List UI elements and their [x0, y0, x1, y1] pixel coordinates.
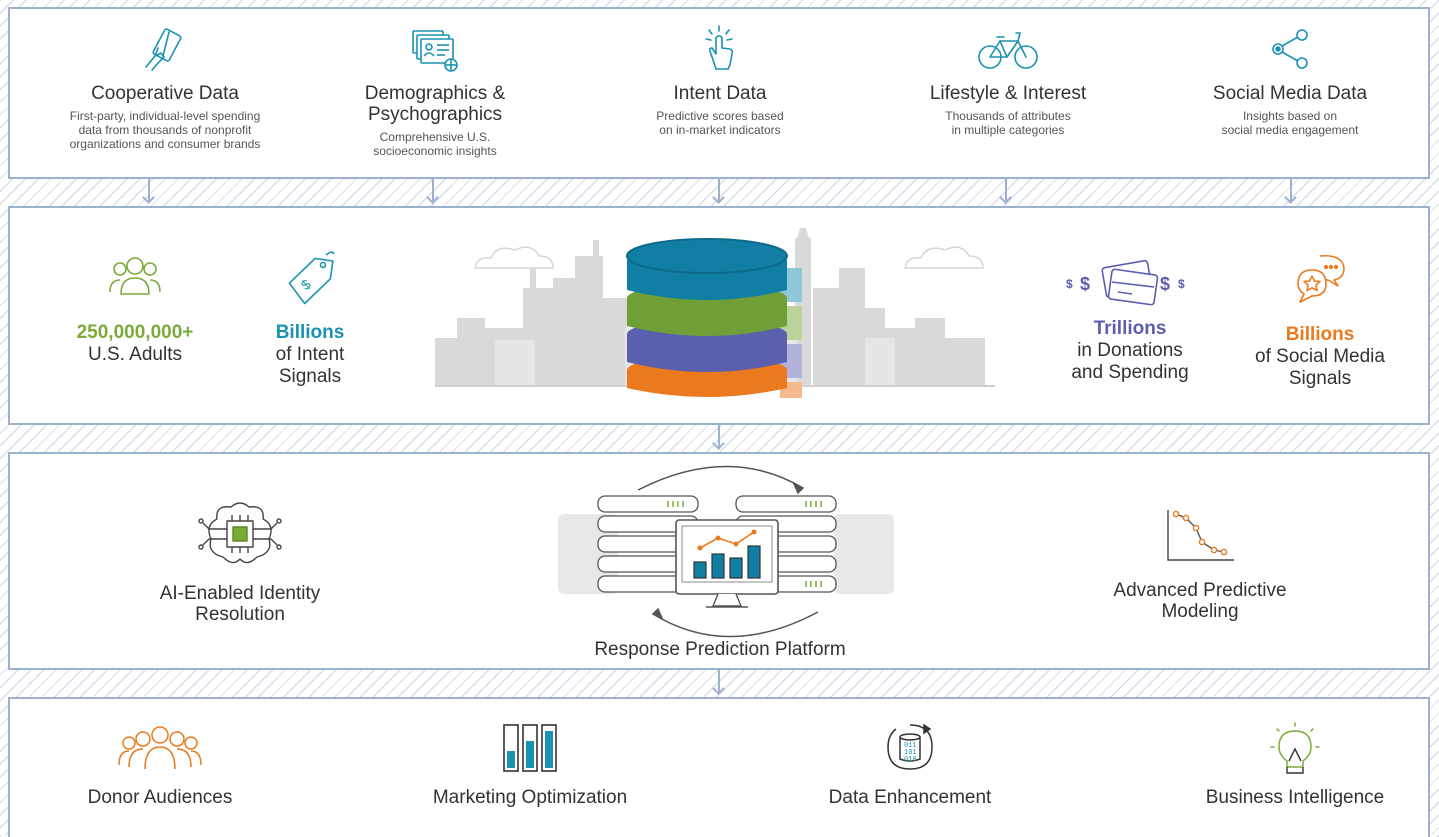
source-title: Cooperative Data [91, 83, 239, 104]
connector-arrow [718, 670, 720, 692]
source-title: Social Media Data [1212, 83, 1368, 104]
svg-text:$: $ [1066, 277, 1073, 291]
arrow-down-icon [1284, 191, 1297, 204]
source-lifestyle-interest: Lifestyle & Interest Thousands of attrib… [898, 23, 1118, 137]
stat-label: in Donations and Spending [1071, 340, 1189, 383]
output-label: Business Intelligence [1205, 787, 1385, 808]
source-desc: Thousands of attributes in multiple cate… [945, 109, 1071, 137]
outputs-panel: Donor Audiences Marketing Optimization 0… [8, 697, 1430, 837]
source-desc: Insights based on social media engagemen… [1221, 109, 1359, 137]
stat-label: U.S. Adults [88, 344, 182, 365]
output-business-intelligence: Business Intelligence [1170, 721, 1420, 808]
source-demographics: Demographics & Psychographics Comprehens… [340, 23, 530, 158]
arrow-down-icon [142, 191, 155, 204]
connector-arrow [718, 179, 720, 201]
connector-arrow [432, 179, 434, 201]
advanced-predictive-modeling: Advanced Predictive Modeling [1090, 506, 1310, 622]
source-title: Lifestyle & Interest [929, 83, 1087, 104]
svg-text:$: $ [1080, 274, 1090, 294]
source-title: Intent Data [673, 83, 767, 104]
chat-star-icon [1297, 254, 1345, 303]
source-desc: Predictive scores based on in-market ind… [656, 109, 784, 137]
credit-card-hand-icon [145, 28, 182, 71]
data-sources-panel: Cooperative Data First-party, individual… [8, 7, 1430, 179]
svg-text:010: 010 [904, 756, 917, 764]
ai-chip-brain-icon [198, 502, 282, 564]
connector-arrow [1290, 179, 1292, 201]
stat-donations-spending: $ $ $ $ Trillions in Donations and Spendin… [1050, 256, 1210, 384]
stat-intent-signals: $ Billions of Intent Signals [250, 250, 370, 388]
connector-arrow [1005, 179, 1007, 201]
connector-arrow [148, 179, 150, 201]
bicycle-icon [978, 32, 1038, 69]
output-donor-audiences: Donor Audiences [60, 721, 260, 808]
stat-label: of Intent Signals [275, 344, 345, 387]
ai-identity-resolution: AI-Enabled Identity Resolution [130, 499, 350, 625]
credit-cards-dollar-icon: $ $ $ $ [1066, 259, 1185, 306]
connector-arrow [718, 425, 720, 447]
stat-label: of Social Media Signals [1255, 346, 1385, 389]
source-desc: Comprehensive U.S. socioeconomic insight… [373, 130, 497, 158]
arrow-down-icon [712, 191, 725, 204]
platform-center-label: Response Prediction Platform [594, 639, 846, 660]
arrow-down-icon [712, 682, 725, 695]
svg-text:101: 101 [904, 749, 917, 757]
arrow-down-icon [426, 191, 439, 204]
stat-value: Billions [1285, 324, 1355, 345]
source-desc: First-party, individual-level spending d… [69, 109, 261, 151]
price-tag-icon: $ [288, 251, 335, 305]
source-title: Demographics & Psychographics [364, 83, 506, 125]
output-label: Donor Audiences [87, 787, 233, 808]
stat-social-media-signals: Billions of Social Media Signals [1230, 250, 1410, 390]
arrow-down-icon [999, 191, 1012, 204]
pointer-click-icon [705, 25, 734, 70]
source-intent-data: Intent Data Predictive scores based on i… [630, 23, 810, 137]
lightbulb-icon [1270, 722, 1320, 774]
stat-value: 250,000,000+ [76, 322, 194, 343]
database-cylinder-icon [626, 238, 802, 398]
data-assets-panel: 250,000,000+ U.S. Adults $ Billions of I… [8, 206, 1430, 425]
platform-left-label: AI-Enabled Identity Resolution [159, 583, 321, 625]
svg-text:$: $ [1178, 277, 1185, 291]
source-social-media: Social Media Data Insights based on soci… [1190, 23, 1390, 137]
svg-text:$: $ [1160, 274, 1170, 294]
stat-value: Billions [275, 322, 345, 343]
donor-group-icon [118, 726, 202, 770]
output-label: Marketing Optimization [432, 787, 628, 808]
platform-panel: AI-Enabled Identity Resolution [8, 452, 1430, 670]
server-dashboard-illustration [558, 465, 894, 638]
id-card-globe-icon [412, 30, 458, 72]
share-network-icon [1272, 29, 1308, 69]
source-cooperative-data: Cooperative Data First-party, individual… [50, 23, 280, 151]
stat-us-adults: 250,000,000+ U.S. Adults [60, 250, 210, 366]
arrow-down-icon [712, 437, 725, 450]
svg-text:$: $ [298, 276, 314, 293]
declining-line-chart-icon [1167, 510, 1234, 561]
output-label: Data Enhancement [828, 787, 992, 808]
output-marketing-optimization: Marketing Optimization [405, 721, 655, 808]
stat-value: Trillions [1093, 318, 1167, 339]
people-group-icon [109, 257, 161, 295]
platform-right-label: Advanced Predictive Modeling [1113, 580, 1287, 622]
svg-text:011: 011 [904, 742, 917, 750]
bar-chart-icon [503, 724, 557, 772]
